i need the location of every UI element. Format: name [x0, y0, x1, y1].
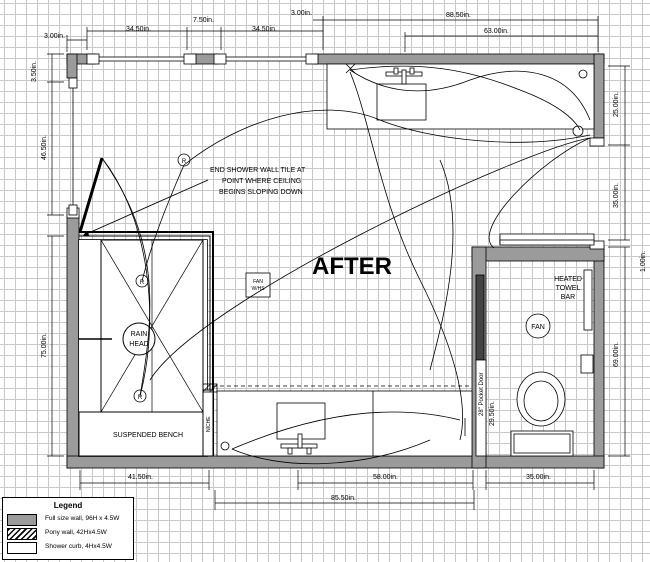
- shower-curb-swatch: [7, 542, 37, 554]
- dim-left-lower: 75.00in.: [41, 333, 48, 358]
- niche-label: NICHE: [206, 416, 212, 432]
- legend-item-label: Shower curb, 4Hx4.5W: [45, 543, 112, 550]
- heated-towel-label-1: HEATED: [554, 276, 582, 283]
- wc-room: [475, 233, 595, 457]
- plan-labels: AFTER END SHOWER WALL TILE AT POINT WHER…: [113, 167, 582, 439]
- note-line-2: POINT WHERE CEILING: [222, 178, 301, 185]
- dimension-labels: 3.00in. 34.50in. 7.50in. 34.50in. 3.00in…: [31, 10, 647, 502]
- legend-item-pony-wall: Pony wall, 42Hx4.5W: [7, 528, 131, 540]
- full-wall-swatch: [7, 514, 37, 526]
- dim-right-middle: 35.00in.: [613, 183, 620, 208]
- fan-heater-label-1: FAN: [253, 279, 263, 285]
- dim-top-right-total: 88.50in.: [446, 12, 471, 19]
- suspended-bench-label: SUSPENDED BENCH: [113, 432, 183, 439]
- dimension-lines: [47, 16, 630, 510]
- recessed-light-marker: R: [182, 159, 187, 165]
- legend-item-full-wall: Full size wall, 96H x 4.5W: [7, 514, 131, 526]
- recessed-light-labels: R R R: [138, 159, 187, 401]
- dim-top-left-offset: 3.00in.: [44, 33, 65, 40]
- fan-label: FAN: [531, 324, 545, 331]
- dim-top-span-2: 7.50in.: [193, 17, 214, 24]
- rain-head-label-2: HEAD: [129, 341, 148, 348]
- dim-right-upper: 25.00in.: [613, 92, 620, 117]
- shower: [78, 157, 218, 457]
- legend-title: Legend: [53, 501, 83, 510]
- heated-towel-label-2: TOWEL: [556, 285, 581, 292]
- legend-item-label: Full size wall, 96H x 4.5W: [45, 515, 120, 522]
- wiring: [101, 65, 591, 465]
- dim-pocket-door-width: 29.50in.: [489, 401, 496, 426]
- dim-top-right-offset: 3.00in.: [291, 10, 312, 17]
- note-arrow: [83, 179, 209, 236]
- fan-heater-box: [245, 272, 271, 298]
- legend: Legend Full size wall, 96H x 4.5W Pony w…: [2, 497, 134, 560]
- dim-left-upper: 46.50in.: [41, 135, 48, 160]
- top-vanity: [326, 63, 595, 137]
- dim-top-right-vanity: 63.00in.: [484, 28, 509, 35]
- fan-heater-label-2: W/HS: [251, 286, 265, 292]
- dim-right-lower: 69.00in.: [613, 342, 620, 367]
- dim-top-left-height: 3.50in.: [31, 61, 38, 82]
- pony-wall-swatch: [7, 528, 37, 540]
- dim-bottom-mid: 58.00in.: [373, 474, 398, 481]
- recessed-light-marker: R: [140, 280, 145, 286]
- dim-bottom-right: 35.00in.: [526, 474, 551, 481]
- recessed-light-marker: R: [138, 395, 143, 401]
- dim-top-span-3: 34.50in.: [252, 26, 277, 33]
- rain-head-label-1: RAIN: [131, 331, 148, 338]
- note-line-3: BEGINS SLOPING DOWN: [219, 189, 303, 196]
- bottom-vanity: [213, 385, 473, 457]
- dim-right-small: 1.00in.: [640, 251, 647, 272]
- windows: [68, 53, 605, 250]
- legend-item-label: Pony wall, 42Hx4.5W: [45, 529, 107, 536]
- dim-bottom-total: 85.50in.: [331, 495, 356, 502]
- pocket-door-label: 28" Pocket Door: [479, 373, 485, 417]
- dim-bottom-left: 41.50in.: [128, 474, 153, 481]
- note-line-1: END SHOWER WALL TILE AT: [210, 167, 306, 174]
- legend-item-shower-curb: Shower curb, 4Hx4.5W: [7, 542, 131, 554]
- dim-top-span-1: 34.50in.: [126, 26, 151, 33]
- plan-title: AFTER: [312, 253, 392, 280]
- heated-towel-label-3: BAR: [561, 294, 575, 301]
